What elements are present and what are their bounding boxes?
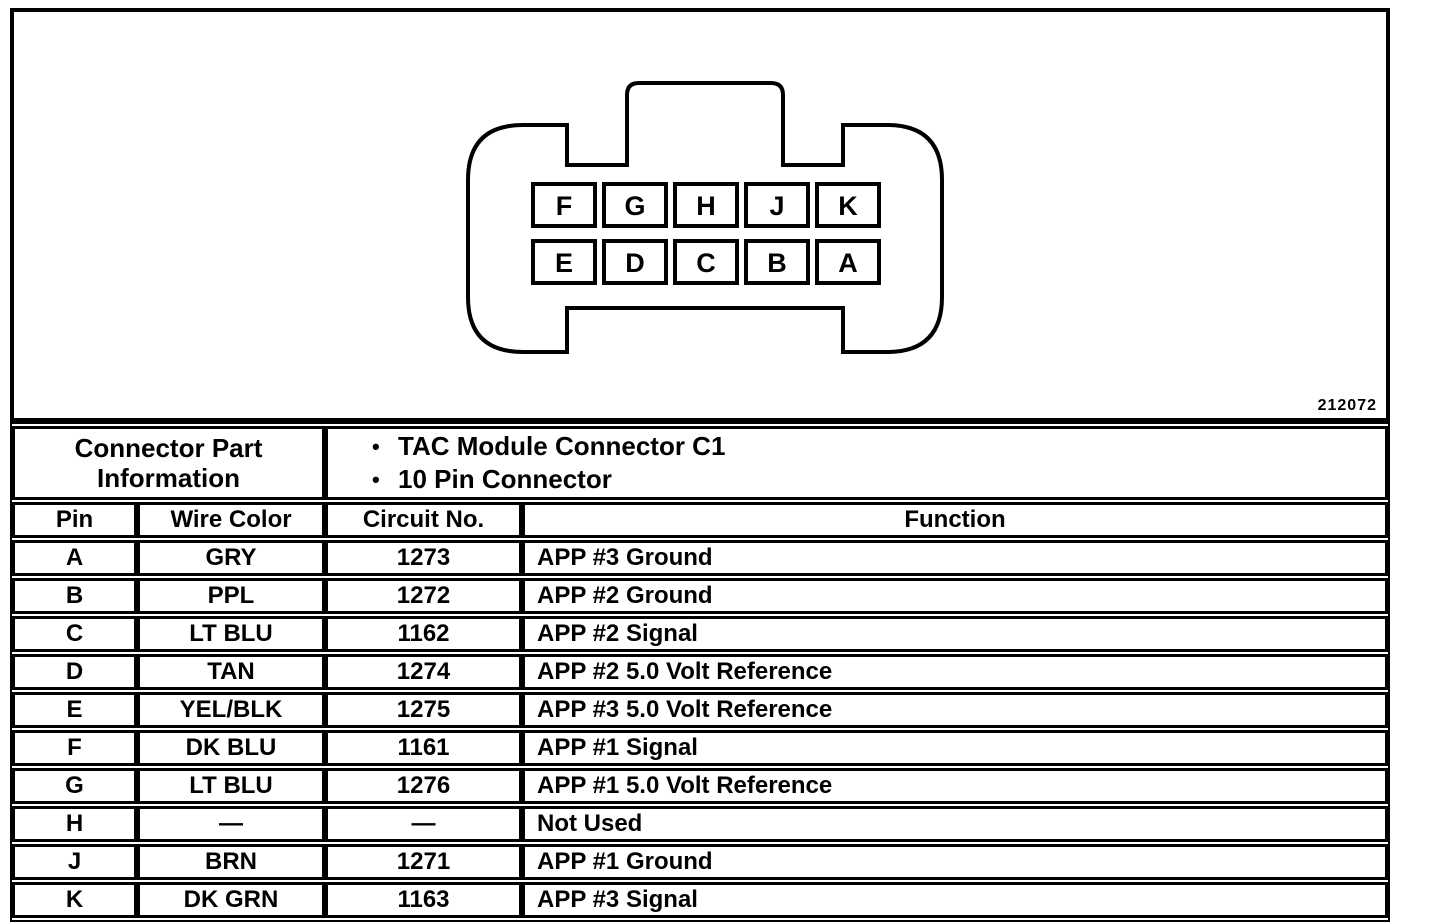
- cell-circuit-no: 1274: [325, 654, 522, 690]
- pin-cavity-F: [531, 182, 597, 228]
- cell-pin: J: [12, 844, 137, 880]
- connector-face-diagram: F G H J K E D C B A: [466, 81, 944, 354]
- pin-letter-D: D: [625, 248, 645, 278]
- bullet-icon: •: [372, 467, 380, 492]
- bullet-icon: •: [372, 434, 380, 459]
- cell-function: APP #2 5.0 Volt Reference: [522, 654, 1388, 690]
- pin-cavity-A: [815, 239, 881, 285]
- cell-circuit-no: 1272: [325, 578, 522, 614]
- cell-wire-color: LT BLU: [137, 768, 325, 804]
- cell-pin: B: [12, 578, 137, 614]
- cell-wire-color: YEL/BLK: [137, 692, 325, 728]
- pin-letter-H: H: [696, 191, 716, 221]
- cell-wire-color: LT BLU: [137, 616, 325, 652]
- pin-cavity-C: [673, 239, 739, 285]
- pin-count-line: • 10 Pin Connector: [372, 463, 1384, 496]
- cell-pin: H: [12, 806, 137, 842]
- cell-circuit-no: 1275: [325, 692, 522, 728]
- column-header-wire-color: Wire Color: [137, 502, 325, 538]
- cell-function: APP #1 5.0 Volt Reference: [522, 768, 1388, 804]
- connector-name-text: TAC Module Connector C1: [398, 431, 726, 461]
- cell-function: Not Used: [522, 806, 1388, 842]
- cell-pin: D: [12, 654, 137, 690]
- pin-letter-G: G: [624, 191, 645, 221]
- cell-wire-color: PPL: [137, 578, 325, 614]
- cell-wire-color: DK BLU: [137, 730, 325, 766]
- cell-pin: K: [12, 882, 137, 918]
- cell-function: APP #3 Ground: [522, 540, 1388, 576]
- cell-wire-color: —: [137, 806, 325, 842]
- part-info-heading: Connector Part Information: [12, 426, 325, 500]
- column-header-function: Function: [522, 502, 1388, 538]
- column-header-row: Pin Wire Color Circuit No. Function: [12, 502, 1388, 538]
- pinout-table: Connector Part Information • TAC Module C…: [10, 422, 1390, 922]
- pin-cavity-J: [744, 182, 810, 228]
- figure-number: 212072: [1317, 397, 1377, 414]
- cell-wire-color: TAN: [137, 654, 325, 690]
- cell-pin: G: [12, 768, 137, 804]
- cell-pin: A: [12, 540, 137, 576]
- cell-circuit-no: 1273: [325, 540, 522, 576]
- part-info-row: Connector Part Information • TAC Module C…: [12, 426, 1388, 500]
- pin-letter-C: C: [696, 248, 716, 278]
- cell-function: APP #1 Ground: [522, 844, 1388, 880]
- connector-name-line: • TAC Module Connector C1: [372, 430, 1384, 463]
- connector-pin-cavities: F G H J K E D C B A: [531, 182, 881, 285]
- cell-wire-color: BRN: [137, 844, 325, 880]
- pin-count-text: 10 Pin Connector: [398, 464, 612, 494]
- column-header-pin: Pin: [12, 502, 137, 538]
- pin-letter-J: J: [769, 191, 784, 221]
- cell-function: APP #2 Ground: [522, 578, 1388, 614]
- pin-letter-E: E: [555, 248, 573, 278]
- part-info-heading-line2: Information: [97, 463, 240, 493]
- cell-function: APP #3 5.0 Volt Reference: [522, 692, 1388, 728]
- cell-function: APP #3 Signal: [522, 882, 1388, 918]
- pin-cavity-K: [815, 182, 881, 228]
- cell-function: APP #2 Signal: [522, 616, 1388, 652]
- cell-circuit-no: —: [325, 806, 522, 842]
- cell-pin: C: [12, 616, 137, 652]
- connector-figure: F G H J K E D C B A 212072: [10, 8, 1390, 422]
- cell-circuit-no: 1161: [325, 730, 522, 766]
- pin-cavity-G: [602, 182, 668, 228]
- pin-row-H: H——Not Used: [12, 806, 1388, 842]
- cell-wire-color: DK GRN: [137, 882, 325, 918]
- pin-cavity-H: [673, 182, 739, 228]
- part-info-heading-line1: Connector Part: [74, 433, 263, 463]
- cell-function: APP #1 Signal: [522, 730, 1388, 766]
- cell-wire-color: GRY: [137, 540, 325, 576]
- pin-letter-F: F: [556, 191, 573, 221]
- connector-description: • TAC Module Connector C1 • 10 Pin Connect…: [325, 426, 1388, 500]
- pin-letter-A: A: [838, 248, 858, 278]
- cell-circuit-no: 1163: [325, 882, 522, 918]
- cell-circuit-no: 1162: [325, 616, 522, 652]
- pin-letter-K: K: [838, 191, 858, 221]
- pin-cavity-D: [602, 239, 668, 285]
- cell-circuit-no: 1276: [325, 768, 522, 804]
- cell-pin: E: [12, 692, 137, 728]
- pin-letter-B: B: [767, 248, 787, 278]
- column-header-circuit-no: Circuit No.: [325, 502, 522, 538]
- cell-pin: F: [12, 730, 137, 766]
- cell-circuit-no: 1271: [325, 844, 522, 880]
- pin-cavity-E: [531, 239, 597, 285]
- pin-cavity-B: [744, 239, 810, 285]
